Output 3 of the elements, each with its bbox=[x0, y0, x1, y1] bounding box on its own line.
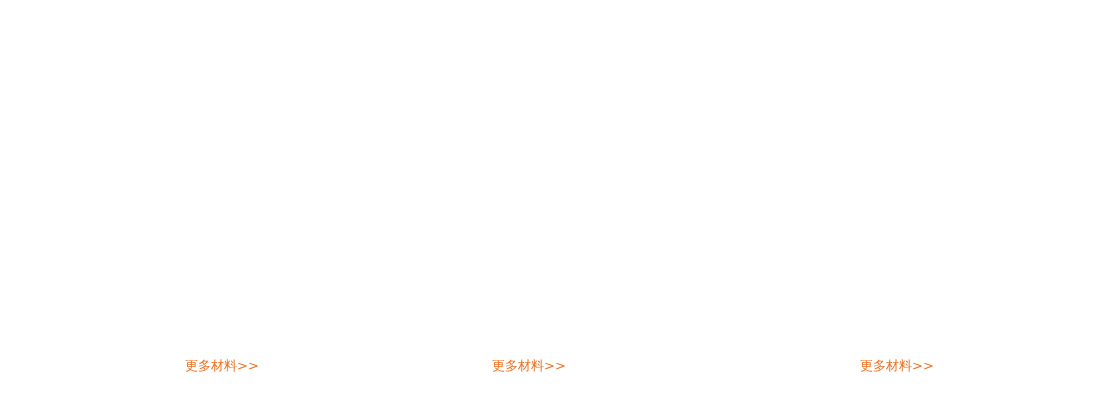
more-materials-link: 更多材料>> bbox=[860, 358, 934, 374]
more-materials-link: 更多材料>> bbox=[185, 358, 259, 374]
more-materials-link: 更多材料>> bbox=[492, 358, 566, 374]
